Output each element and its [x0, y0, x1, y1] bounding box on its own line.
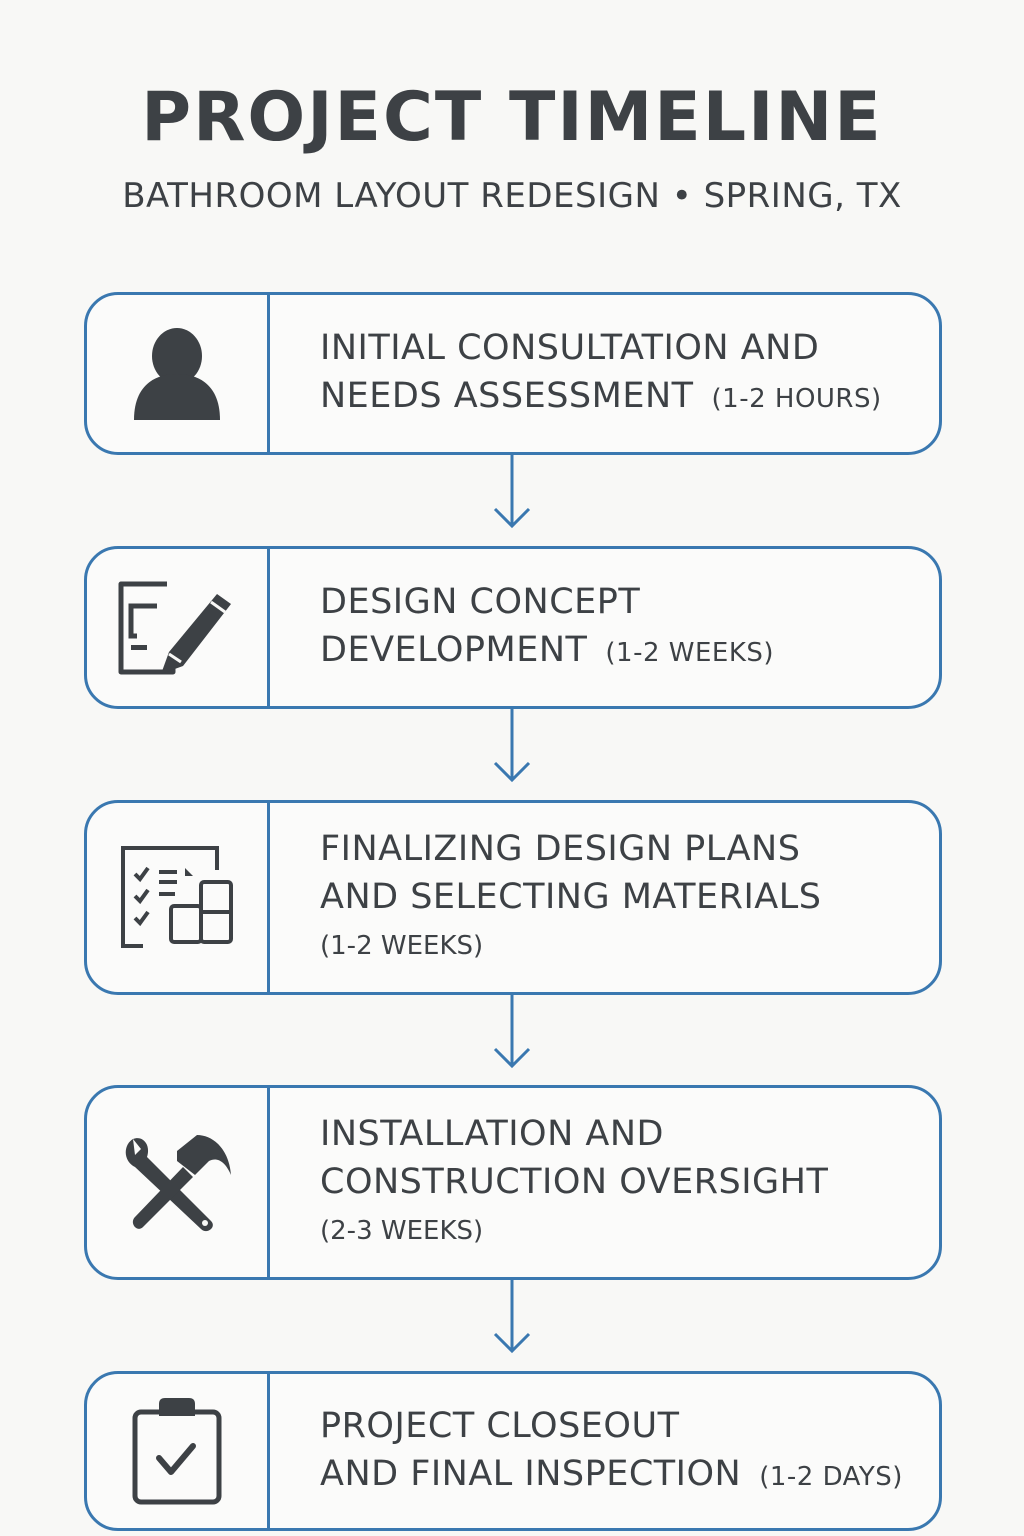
clipboard-check-icon — [132, 1398, 222, 1505]
step-icon-cell — [87, 1088, 270, 1277]
page-subtitle: BATHROOM LAYOUT REDESIGN • SPRING, TX — [122, 176, 902, 216]
step-title-line1: INSTALLATION AND — [320, 1113, 664, 1154]
step-title-line1: DESIGN CONCEPT — [320, 582, 641, 622]
timeline-step-2: DESIGN CONCEPT DEVELOPMENT (1-2 WEEKS) — [84, 546, 942, 709]
edit-document-icon — [118, 581, 231, 674]
user-icon — [134, 327, 220, 420]
step-title-line2: NEEDS ASSESSMENT — [320, 376, 694, 416]
timeline-step-5: PROJECT CLOSEOUT AND FINAL INSPECTION (1-… — [84, 1371, 942, 1531]
step-duration: (1-2 WEEKS) — [605, 638, 775, 668]
step-title-line2: AND SELECTING MATERIALS — [320, 876, 822, 917]
arrow-down-icon — [493, 709, 531, 783]
step-icon-cell — [87, 549, 270, 706]
arrow-down-icon — [493, 455, 531, 529]
step-title-line2: CONSTRUCTION OVERSIGHT — [320, 1161, 829, 1202]
step-duration: (1-2 DAYS) — [759, 1461, 903, 1492]
step-duration: (1-2 WEEKS) — [320, 930, 484, 961]
step-icon-cell — [87, 1374, 270, 1528]
page-title: PROJECT TIMELINE — [141, 78, 883, 157]
step-duration: (2-3 WEEKS) — [320, 1215, 484, 1246]
checklist-materials-icon — [121, 845, 233, 948]
step-title-line2: DEVELOPMENT — [320, 630, 588, 670]
timeline-step-3: FINALIZING DESIGN PLANS AND SELECTING MA… — [84, 800, 942, 995]
arrow-down-icon — [493, 1280, 531, 1354]
step-title-line2: AND FINAL INSPECTION — [320, 1453, 742, 1494]
step-title-line1: PROJECT CLOSEOUT — [320, 1405, 680, 1446]
step-title-line1: FINALIZING DESIGN PLANS — [320, 828, 801, 869]
step-title-line1: INITIAL CONSULTATION AND — [320, 328, 820, 368]
arrow-down-icon — [493, 995, 531, 1069]
step-icon-cell — [87, 295, 270, 452]
timeline-step-4: INSTALLATION AND CONSTRUCTION OVERSIGHT … — [84, 1085, 942, 1280]
step-icon-cell — [87, 803, 270, 992]
timeline-step-1: INITIAL CONSULTATION AND NEEDS ASSESSMEN… — [84, 292, 942, 455]
tools-icon — [125, 1134, 231, 1231]
step-duration: (1-2 HOURS) — [711, 384, 882, 414]
